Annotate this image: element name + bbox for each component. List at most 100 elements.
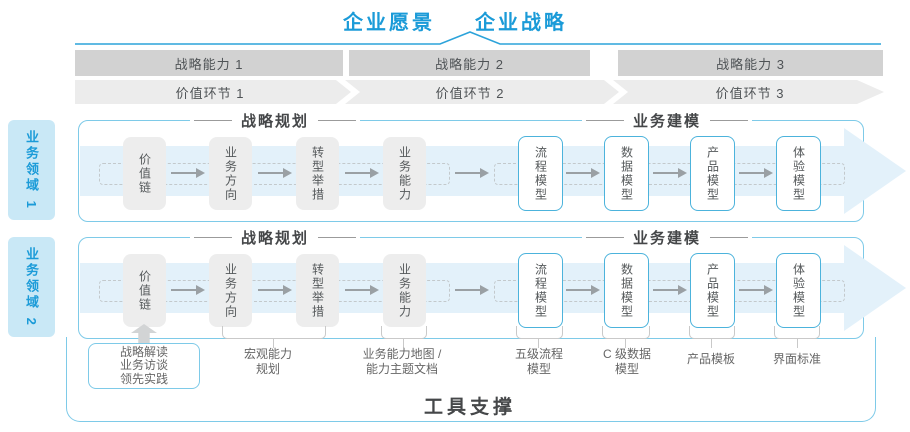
box-data-model: 数据模型 bbox=[604, 136, 649, 211]
band-row-2: 战略规划 业务建模 价值链 业务方向 转型举措 业务能力 流程模型 数据模型 产… bbox=[78, 227, 906, 339]
value-chain-band: 价值环节 1 价值环节 2 价值环节 3 bbox=[75, 80, 884, 104]
box-process-model: 流程模型 bbox=[518, 136, 563, 211]
note-line: 产品模板 bbox=[686, 352, 736, 366]
note-capability-map: 业务能力地图 / 能力主题文档 bbox=[363, 347, 442, 377]
capability-bar-1: 战略能力 1 bbox=[75, 50, 343, 76]
note-data-model: C 级数据 模型 bbox=[603, 347, 651, 377]
planning-header-label: 战略规划 bbox=[240, 112, 310, 130]
bracket-stem bbox=[273, 338, 274, 348]
bracket-stem bbox=[625, 338, 626, 348]
diagram-title: 企业愿景 企业战略 bbox=[0, 6, 910, 35]
bracket-stem bbox=[797, 338, 798, 348]
header-line bbox=[318, 236, 357, 238]
right-arrow-icon bbox=[566, 285, 600, 295]
big-right-arrow-icon bbox=[844, 128, 906, 214]
big-right-arrow-icon bbox=[844, 245, 906, 331]
right-arrow-icon bbox=[455, 285, 489, 295]
box-value-chain: 价值链 bbox=[123, 254, 166, 327]
tool-support-container bbox=[66, 337, 876, 422]
box-business-capability: 业务能力 bbox=[383, 137, 426, 210]
right-arrow-icon bbox=[171, 285, 205, 295]
box-product-model: 产品模型 bbox=[690, 253, 735, 328]
right-arrow-icon bbox=[258, 168, 292, 178]
note-product-template: 产品模板 bbox=[687, 352, 735, 367]
box-product-model: 产品模型 bbox=[690, 136, 735, 211]
box-value-chain: 价值链 bbox=[123, 137, 166, 210]
box-business-direction: 业务方向 bbox=[209, 254, 252, 327]
note-line: 领先实践 bbox=[119, 371, 168, 386]
note-strategy-inputs: 战略解读 业务访谈 领先实践 bbox=[88, 343, 200, 389]
note-macro-capability: 宏观能力 规划 bbox=[244, 347, 292, 377]
note-line: 宏观能力 bbox=[243, 347, 293, 361]
value-chain-3-label: 价值环节 3 bbox=[715, 85, 785, 101]
chevron-separator-icon bbox=[336, 80, 360, 104]
bracket-icon bbox=[516, 326, 563, 339]
bracket-icon bbox=[222, 326, 326, 339]
bracket-icon bbox=[689, 326, 735, 339]
box-transformation: 转型举措 bbox=[296, 137, 339, 210]
box-experience-model: 体验模型 bbox=[776, 136, 821, 211]
header-line bbox=[585, 119, 624, 121]
right-arrow-icon bbox=[455, 168, 489, 178]
title-strategy: 企业战略 bbox=[475, 12, 567, 34]
header-line bbox=[193, 236, 232, 238]
box-process-model: 流程模型 bbox=[518, 253, 563, 328]
bracket-stem bbox=[711, 338, 712, 348]
planning-header: 战略规划 bbox=[189, 227, 361, 247]
header-line bbox=[318, 119, 357, 121]
note-line: 界面标准 bbox=[772, 352, 822, 366]
right-arrow-icon bbox=[171, 168, 205, 178]
band-row-1: 战略规划 业务建模 价值链 业务方向 转型举措 业务能力 流程模型 数据模型 产… bbox=[78, 110, 906, 222]
right-arrow-icon bbox=[345, 168, 379, 178]
right-arrow-icon bbox=[345, 285, 379, 295]
note-line: 五级流程 bbox=[514, 347, 564, 361]
bracket-stem bbox=[538, 338, 539, 348]
note-line: C 级数据 bbox=[602, 347, 652, 361]
modeling-header: 业务建模 bbox=[581, 227, 753, 247]
value-chain-2-label: 价值环节 2 bbox=[435, 85, 505, 101]
note-line: 模型 bbox=[614, 362, 640, 376]
planning-header: 战略规划 bbox=[189, 110, 361, 130]
planning-header-label: 战略规划 bbox=[240, 229, 310, 247]
modeling-group-outline bbox=[494, 163, 845, 185]
modeling-header-label: 业务建模 bbox=[632, 112, 702, 130]
value-chain-1-label: 价值环节 1 bbox=[175, 85, 245, 101]
note-line: 业务能力地图 / bbox=[362, 347, 442, 361]
title-vision: 企业愿景 bbox=[343, 12, 435, 34]
capability-bar-3-label: 战略能力 3 bbox=[716, 56, 785, 72]
domain-label-1: 业务领域 1 bbox=[8, 120, 55, 220]
capability-bar-1-label: 战略能力 1 bbox=[174, 56, 244, 72]
tool-support-label: 工具支撑 bbox=[423, 397, 516, 418]
capability-bar-2-label: 战略能力 2 bbox=[435, 56, 504, 72]
note-line: 模型 bbox=[526, 362, 552, 376]
right-arrow-icon bbox=[739, 168, 773, 178]
box-data-model: 数据模型 bbox=[604, 253, 649, 328]
right-arrow-icon bbox=[566, 168, 600, 178]
right-arrow-icon bbox=[258, 285, 292, 295]
box-business-capability: 业务能力 bbox=[383, 254, 426, 327]
right-arrow-icon bbox=[653, 285, 687, 295]
note-line: 规划 bbox=[255, 362, 281, 376]
modeling-group-outline bbox=[494, 280, 845, 302]
note-process-model: 五级流程 模型 bbox=[515, 347, 563, 377]
bracket-stem bbox=[403, 338, 404, 348]
header-line bbox=[710, 236, 749, 238]
chevron-separator-icon bbox=[604, 80, 628, 104]
modeling-header-label: 业务建模 bbox=[632, 229, 702, 247]
right-arrow-icon bbox=[653, 168, 687, 178]
box-experience-model: 体验模型 bbox=[776, 253, 821, 328]
bracket-icon bbox=[602, 326, 650, 339]
header-line bbox=[710, 119, 749, 121]
domain-label-2: 业务领域 2 bbox=[8, 237, 55, 337]
note-line: 战略解读 bbox=[119, 344, 168, 359]
planning-group-outline bbox=[99, 280, 450, 302]
planning-group-outline bbox=[99, 163, 450, 185]
note-line: 能力主题文档 bbox=[365, 362, 439, 376]
header-line bbox=[585, 236, 624, 238]
capability-bar-2: 战略能力 2 bbox=[349, 50, 590, 76]
right-arrow-icon bbox=[739, 285, 773, 295]
note-line: 业务访谈 bbox=[119, 358, 168, 373]
note-ui-standard: 界面标准 bbox=[773, 352, 821, 367]
box-business-direction: 业务方向 bbox=[209, 137, 252, 210]
